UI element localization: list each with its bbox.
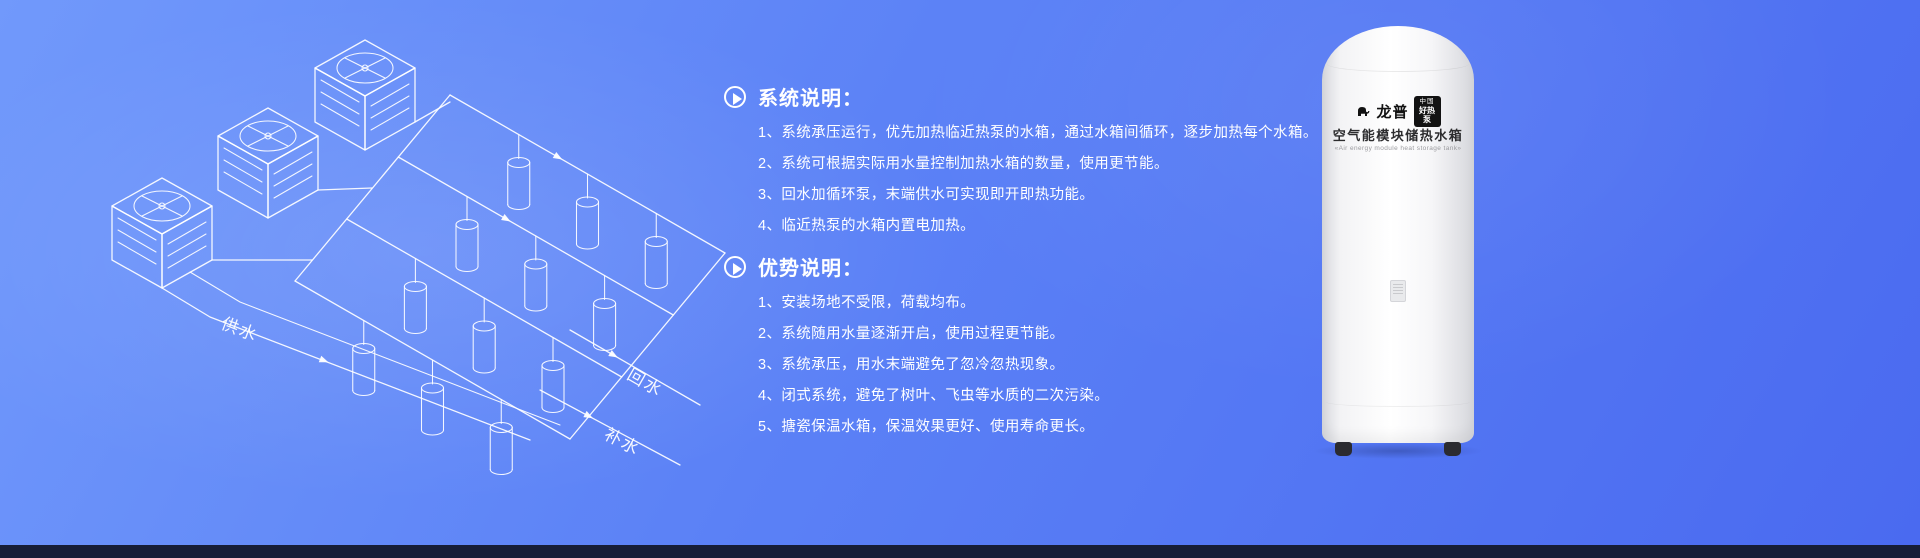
list-item: 3、回水加循环泵，末端供水可实现即开即热功能。 [758, 187, 1095, 203]
quality-badge: 中国 好热泵 [1413, 96, 1441, 127]
list-item: 2、系统可根据实际用水量控制加热水箱的数量，使用更节能。 [758, 156, 1169, 172]
section-header: 系统说明： [724, 82, 1334, 111]
section-title: 优势说明： [758, 258, 863, 280]
water-tanks [352, 133, 668, 476]
section-item-list: 1、系统承压运行，优先加热临近热泵的水箱，通过水箱间循环，逐步加热每个水箱。 2… [758, 118, 1334, 242]
list-item: 1、系统承压运行，优先加热临近热泵的水箱，通过水箱间循环，逐步加热每个水箱。 [758, 125, 1318, 141]
section-item-list: 1、安装场地不受限，荷载均布。 2、系统随用水量逐渐开启，使用过程更节能。 3、… [758, 288, 1334, 443]
badge-line-bottom: 好热泵 [1419, 105, 1435, 125]
tank-seam [1326, 397, 1470, 407]
list-item: 4、临近热泵的水箱内置电加热。 [758, 218, 976, 234]
description-panel: 系统说明： 1、系统承压运行，优先加热临近热泵的水箱，通过水箱间循环，逐步加热每… [724, 78, 1334, 453]
list-item: 3、系统承压，用水末端避免了忽冷忽热现象。 [758, 357, 1065, 373]
diagram-label-return: 回水 [624, 365, 666, 400]
tank-foot [1444, 442, 1461, 456]
list-item: 5、搪瓷保温水箱，保温效果更好、使用寿命更长。 [758, 419, 1095, 435]
list-item: 4、闭式系统，避免了树叶、飞虫等水质的二次污染。 [758, 388, 1110, 404]
heat-pump-unit [111, 177, 213, 289]
product-subtitle: «Air energy module heat storage tank» [1334, 145, 1462, 152]
brand-row: 龙普 中国 好热泵 [1322, 96, 1474, 127]
water-tank-product: 龙普 中国 好热泵 空气能模块储热水箱 «Air energy module h… [1322, 26, 1474, 443]
brand-elephant-icon [1358, 107, 1370, 117]
tank-foot [1335, 442, 1352, 456]
tank-seam [1327, 56, 1469, 72]
badge-line-top: 中国 [1419, 98, 1435, 105]
brand-name: 龙普 [1376, 103, 1409, 121]
spec-sticker [1390, 280, 1406, 302]
section-header: 优势说明： [724, 252, 1334, 281]
product-name: 空气能模块储热水箱 [1332, 128, 1464, 143]
section-system: 系统说明： 1、系统承压运行，优先加热临近热泵的水箱，通过水箱间循环，逐步加热每… [724, 82, 1334, 242]
bottom-bar [0, 545, 1920, 558]
product-image: 龙普 中国 好热泵 空气能模块储热水箱 «Air energy module h… [1312, 26, 1484, 459]
system-diagram: 供水 回水 补水 [70, 10, 730, 510]
list-item: 1、安装场地不受限，荷载均布。 [758, 295, 976, 311]
heat-pump-unit [314, 39, 416, 151]
tank-shadow [1312, 443, 1484, 459]
section-advantage: 优势说明： 1、安装场地不受限，荷载均布。 2、系统随用水量逐渐开启，使用过程更… [724, 252, 1334, 443]
system-diagram-svg: 供水 回水 补水 [111, 39, 726, 476]
list-item: 2、系统随用水量逐渐开启，使用过程更节能。 [758, 326, 1065, 342]
diagram-label-makeup: 补水 [601, 425, 643, 460]
section-title: 系统说明： [758, 88, 863, 110]
play-circle-icon [724, 255, 746, 278]
heat-pump-unit [217, 107, 319, 219]
play-circle-icon [724, 85, 746, 108]
diagram-label-supply: 供水 [219, 314, 261, 345]
